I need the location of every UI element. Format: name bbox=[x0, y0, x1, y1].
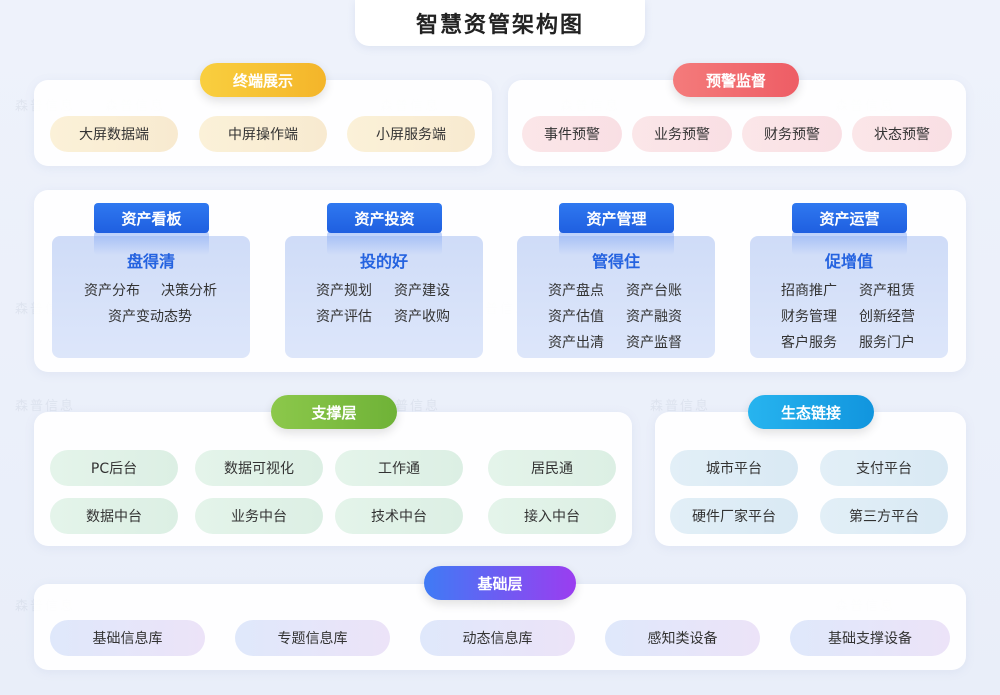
terminal-item: 大屏数据端 bbox=[50, 116, 178, 152]
module-item: 资产盘点 bbox=[548, 283, 604, 299]
ecology-header: 生态链接 bbox=[748, 395, 874, 429]
support-item: 数据可视化 bbox=[195, 450, 323, 486]
module-item: 资产融资 bbox=[626, 309, 682, 325]
warning-item: 事件预警 bbox=[522, 116, 622, 152]
module-card-management bbox=[517, 236, 715, 358]
page-title: 智慧资管架构图 bbox=[355, 0, 645, 46]
module-item: 客户服务 bbox=[781, 335, 837, 351]
warning-item: 状态预警 bbox=[852, 116, 952, 152]
base-item: 动态信息库 bbox=[420, 620, 575, 656]
module-card-investment bbox=[285, 236, 483, 358]
module-item: 资产出清 bbox=[548, 335, 604, 351]
module-tab-management: 资产管理 bbox=[559, 203, 674, 233]
module-item: 资产估值 bbox=[548, 309, 604, 325]
module-subtitle: 盘得清 bbox=[126, 252, 175, 271]
module-card-dashboard bbox=[52, 236, 250, 358]
module-subtitle: 投的好 bbox=[359, 252, 408, 271]
warning-header: 预警监督 bbox=[673, 63, 799, 97]
support-header: 支撑层 bbox=[271, 395, 397, 429]
module-item: 资产台账 bbox=[626, 283, 682, 299]
module-item: 服务门户 bbox=[859, 335, 915, 351]
module-item: 创新经营 bbox=[859, 309, 915, 325]
module-tab-dashboard: 资产看板 bbox=[94, 203, 209, 233]
warning-item: 业务预警 bbox=[632, 116, 732, 152]
module-tab-operation: 资产运营 bbox=[792, 203, 907, 233]
module-tab-investment: 资产投资 bbox=[327, 203, 442, 233]
ecology-item: 支付平台 bbox=[820, 450, 948, 486]
support-item: 接入中台 bbox=[488, 498, 616, 534]
support-item: 工作通 bbox=[335, 450, 463, 486]
module-item: 资产建设 bbox=[394, 283, 450, 299]
terminal-item: 中屏操作端 bbox=[199, 116, 327, 152]
module-card-operation bbox=[750, 236, 948, 358]
module-item: 资产监督 bbox=[626, 335, 682, 351]
ecology-item: 第三方平台 bbox=[820, 498, 948, 534]
module-subtitle: 管得住 bbox=[591, 252, 640, 271]
module-item: 财务管理 bbox=[781, 309, 837, 325]
module-tab-glow bbox=[559, 231, 674, 255]
base-item: 基础信息库 bbox=[50, 620, 205, 656]
base-item: 基础支撑设备 bbox=[790, 620, 950, 656]
ecology-item: 硬件厂家平台 bbox=[670, 498, 798, 534]
module-item: 资产规划 bbox=[316, 283, 372, 299]
module-item: 招商推广 bbox=[781, 283, 837, 299]
support-item: PC后台 bbox=[50, 450, 178, 486]
support-item: 技术中台 bbox=[335, 498, 463, 534]
terminal-item: 小屏服务端 bbox=[347, 116, 475, 152]
module-item: 资产分布 bbox=[84, 283, 140, 299]
module-subtitle: 促增值 bbox=[824, 252, 873, 271]
terminal-header: 终端展示 bbox=[200, 63, 326, 97]
module-item: 资产租赁 bbox=[859, 283, 915, 299]
module-item: 资产评估 bbox=[316, 309, 372, 325]
module-tab-glow bbox=[94, 231, 209, 255]
ecology-item: 城市平台 bbox=[670, 450, 798, 486]
support-item: 居民通 bbox=[488, 450, 616, 486]
support-item: 数据中台 bbox=[50, 498, 178, 534]
base-header: 基础层 bbox=[424, 566, 576, 600]
module-item: 资产收购 bbox=[394, 309, 450, 325]
support-item: 业务中台 bbox=[195, 498, 323, 534]
module-item: 资产变动态势 bbox=[108, 309, 192, 325]
module-tab-glow bbox=[792, 231, 907, 255]
module-item: 决策分析 bbox=[161, 283, 217, 299]
base-item: 感知类设备 bbox=[605, 620, 760, 656]
base-item: 专题信息库 bbox=[235, 620, 390, 656]
warning-item: 财务预警 bbox=[742, 116, 842, 152]
module-tab-glow bbox=[327, 231, 442, 255]
